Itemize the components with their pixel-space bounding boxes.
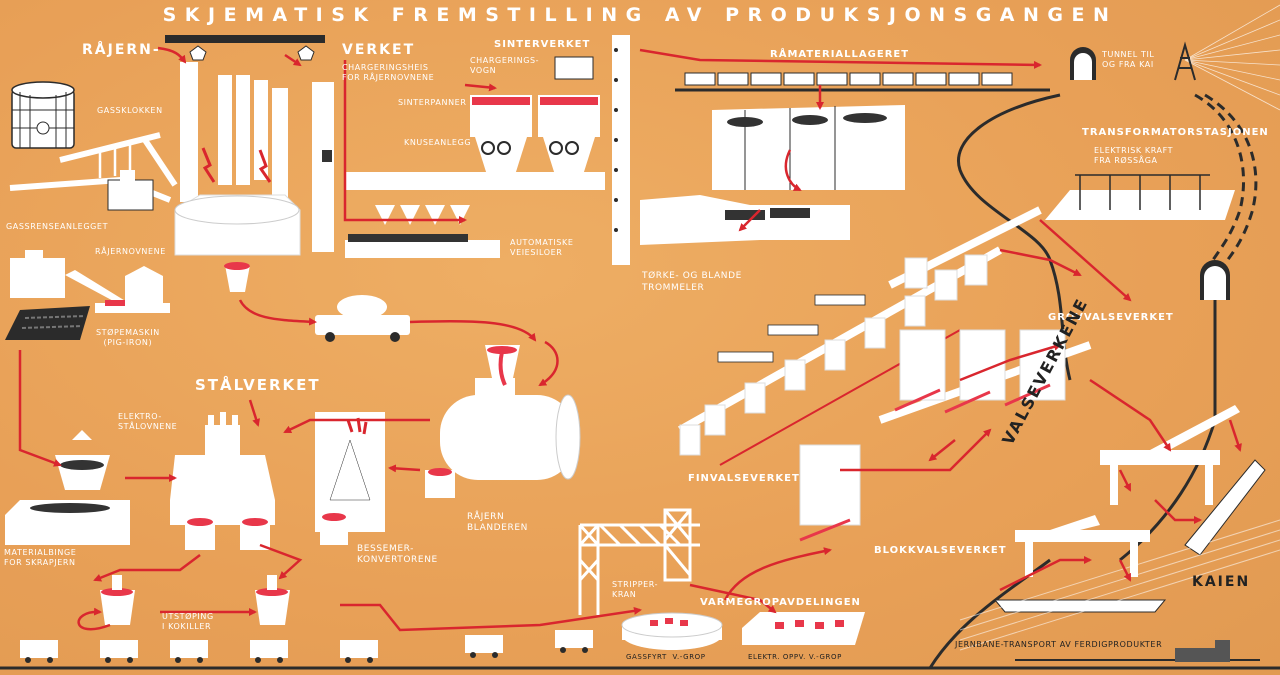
scrap-bin	[5, 500, 130, 545]
rajernverket-label-cont: VERKET	[342, 42, 416, 58]
charging-wagon-label: CHARGERINGS- VOGN	[470, 56, 540, 75]
drying-drums-label: TØRKE- OG BLANDE TROMMELER	[642, 271, 742, 293]
roller-sections	[717, 294, 866, 363]
mill-stands	[679, 254, 1066, 526]
ingot-car-wheels	[25, 647, 588, 663]
blast-furnaces-label: RÅJERNOVNENE	[95, 247, 166, 256]
gas-holder	[11, 81, 75, 149]
tunnel-right	[1200, 260, 1230, 300]
charging-hoist-label: CHARGERINGSHEIS FOR RÅJERNOVNENE	[342, 63, 435, 82]
locomotive	[1175, 640, 1230, 662]
gas-cleaning-plant	[98, 140, 154, 211]
raw-material-store	[640, 72, 1013, 245]
blooming-mill-label: BLOKKVALSEVERKET	[874, 545, 1007, 556]
scrap-bin-label: MATERIALBINGE FOR SKRAPJERN	[4, 548, 77, 567]
gas-holder-label: GASSKLOKKEN	[97, 106, 163, 115]
ingot-casting-label: UTSTØPING I KOKILLER	[162, 612, 214, 631]
pig-iron-casting	[5, 250, 170, 340]
ships	[993, 459, 1266, 613]
rajernverket-label: RÅJERN-	[82, 42, 161, 58]
ingot-cars	[20, 630, 593, 658]
transformer-station	[1045, 41, 1235, 220]
soaking-pit-department-label: VARMEGROPAVDELINGEN	[700, 597, 861, 608]
power-supply-label: ELEKTRISK KRAFT FRA RØSSÅGA	[1094, 146, 1174, 165]
power-lines-sunray	[1184, 4, 1280, 111]
hot-metal-car	[315, 295, 410, 342]
gas-cleaning-label: GASSRENSEANLEGGET	[6, 222, 109, 231]
quay-cranes	[1015, 405, 1240, 577]
page-title: SKJEMATISK FREMSTILLING AV PRODUKSJONSGA…	[162, 4, 1118, 26]
crushing-plant-label: KNUSEANLEGG	[404, 138, 472, 147]
rail-tracks	[0, 88, 1280, 670]
sinter-plant-label: SINTERVERKET	[494, 39, 591, 50]
gas-fired-pit-label: GASSFYRT V.-GROP	[626, 653, 706, 661]
coarse-mill-label: GROVVALSEVERKET	[1048, 312, 1174, 323]
tunnel-label: TUNNEL TIL OG FRA KAI	[1102, 50, 1155, 69]
weighing-silos-label: AUTOMATISKE VEIESILOER	[510, 238, 574, 257]
transformer-station-label: TRANSFORMATORSTASJONEN	[1082, 127, 1269, 138]
electric-pit-label: ELEKTR. OPPV. V.-GROP	[748, 653, 842, 661]
sinter-pans-label: SINTERPANNER	[398, 98, 467, 107]
fine-mill-label: FINVALSEVERKET	[688, 473, 800, 484]
electric-furnaces	[170, 412, 275, 550]
stripper-crane	[578, 508, 700, 615]
casting-ladles	[100, 575, 290, 625]
power-cables	[1194, 93, 1258, 269]
mixer	[425, 345, 581, 498]
mixer-label: RÅJERN BLANDEREN	[467, 512, 528, 533]
rail-transport-label: JERNBANE-TRANSPORT AV FERDIGPRODUKTER	[955, 640, 1163, 649]
hot-bars	[799, 383, 1051, 542]
sinter-plant	[345, 35, 630, 265]
scrap-bucket	[55, 430, 110, 490]
electric-furnaces-label: ELEKTRO- STÅLOVNENE	[118, 412, 178, 431]
casting-machine-label: STØPEMASKIN (PIG-IRON)	[96, 328, 160, 347]
quay-label: KAIEN	[1192, 574, 1251, 590]
tunnel-top	[1070, 47, 1096, 80]
bessemer-label: BESSEMER- KONVERTORENE	[357, 544, 438, 565]
stripper-crane-label: STRIPPER- KRAN	[612, 580, 659, 599]
flow-arrows	[18, 46, 1242, 632]
soaking-pits	[621, 612, 865, 650]
blast-furnaces	[165, 35, 334, 292]
quay-hatching	[959, 519, 1280, 651]
bessemer-converters	[315, 412, 385, 545]
steelworks-label: STÅLVERKET	[195, 376, 321, 394]
raw-material-store-label: RÅMATERIALLAGERET	[770, 49, 910, 60]
